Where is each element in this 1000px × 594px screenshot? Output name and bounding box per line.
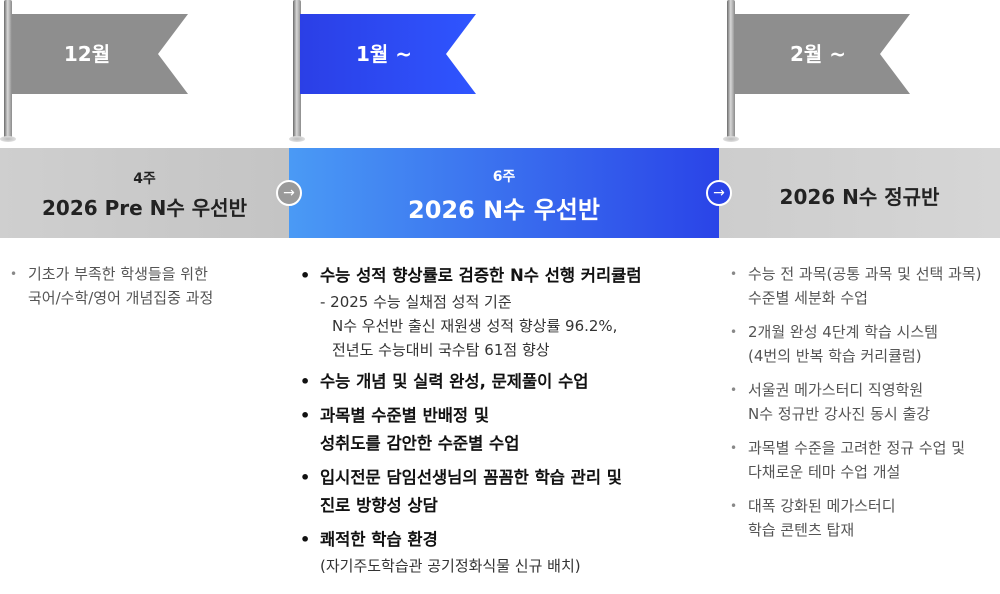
list-item: 쾌적한 학습 환경 (자기주도학습관 공기정화식물 신규 배치) [300, 526, 710, 578]
list-item-title: 수능 개념 및 실력 완성, 문제풀이 수업 [320, 372, 589, 391]
flag-banner [734, 14, 910, 94]
list-item-line: 수능 전 과목(공통 과목 및 선택 과목) [748, 265, 982, 283]
list-item-title: 성취도를 감안한 수준별 수업 [320, 434, 520, 453]
list-item-line: 학습 콘텐츠 탑재 [748, 521, 855, 539]
flag-pole-base [0, 136, 16, 142]
n-regular-features: 수능 전 과목(공통 과목 및 선택 과목) 수준별 세분화 수업 2개월 완성… [730, 262, 1000, 552]
list-item-title: 쾌적한 학습 환경 [320, 530, 438, 549]
list-item-sub: (자기주도학습관 공기정화식물 신규 배치) [320, 557, 581, 575]
flag-pole [293, 0, 301, 140]
flag-pole [727, 0, 735, 140]
list-item: 수능 성적 향상률로 검증한 N수 선행 커리큘럼 - 2025 수능 실채점 … [300, 262, 710, 362]
list-item-title: 수능 성적 향상률로 검증한 N수 선행 커리큘럼 [320, 266, 642, 285]
list-item: 과목별 수준을 고려한 정규 수업 및 다채로운 테마 수업 개설 [730, 436, 1000, 484]
arrow-right-icon: → [276, 180, 302, 206]
stage-title: 2026 N수 우선반 [408, 196, 600, 224]
n-priority-features: 수능 성적 향상률로 검증한 N수 선행 커리큘럼 - 2025 수능 실채점 … [300, 262, 710, 584]
stage-n-priority: 6주 2026 N수 우선반 [289, 148, 719, 238]
stage-weeks: 6주 [492, 169, 516, 185]
pre-n-features: 기초가 부족한 학생들을 위한 국어/수학/영어 개념집중 과정 [10, 262, 280, 310]
list-item-line: 기초가 부족한 학생들을 위한 [28, 265, 208, 283]
flag-label: 1월 ~ [355, 42, 413, 66]
arrow-right-icon: → [706, 180, 732, 206]
list-item: 기초가 부족한 학생들을 위한 국어/수학/영어 개념집중 과정 [10, 262, 280, 310]
list-item-sub: - 2025 수능 실채점 성적 기준 [320, 293, 512, 311]
list-item-sub: N수 우선반 출신 재원생 성적 향상률 96.2%, [332, 317, 618, 335]
list-item-line: 2개월 완성 4단계 학습 시스템 [748, 323, 938, 341]
stage-n-regular: 2026 N수 정규반 [719, 148, 1000, 238]
stage-title: 2026 Pre N수 우선반 [42, 196, 247, 220]
list-item-line: 국어/수학/영어 개념집중 과정 [28, 289, 214, 307]
stage-title: 2026 N수 정규반 [779, 185, 940, 209]
list-item-line: N수 정규반 강사진 동시 출강 [748, 405, 931, 423]
list-item: 수능 전 과목(공통 과목 및 선택 과목) 수준별 세분화 수업 [730, 262, 1000, 310]
list-item-line: 과목별 수준을 고려한 정규 수업 및 [748, 439, 966, 457]
stage-weeks: 4주 [133, 171, 156, 187]
list-item-title: 입시전문 담임선생님의 꼼꼼한 학습 관리 및 [320, 468, 622, 487]
list-item-line: 대폭 강화된 메가스터디 [748, 497, 896, 515]
list-item-line: 다채로운 테마 수업 개설 [748, 463, 901, 481]
list-item: 입시전문 담임선생님의 꼼꼼한 학습 관리 및 진로 방향성 상담 [300, 464, 710, 520]
flag-label: 12월 [63, 42, 111, 66]
list-item-title: 과목별 수준별 반배정 및 [320, 406, 490, 425]
flag-label: 2월 ~ [789, 42, 847, 66]
list-item-line: 서울권 메가스터디 직영학원 [748, 381, 924, 399]
flag-banner [12, 14, 188, 94]
flag-pole-base [723, 136, 739, 142]
flag-banner [300, 14, 476, 94]
list-item: 서울권 메가스터디 직영학원 N수 정규반 강사진 동시 출강 [730, 378, 1000, 426]
list-item: 수능 개념 및 실력 완성, 문제풀이 수업 [300, 368, 710, 396]
list-item: 2개월 완성 4단계 학습 시스템 (4번의 반복 학습 커리큘럼) [730, 320, 1000, 368]
list-item: 대폭 강화된 메가스터디 학습 콘텐츠 탑재 [730, 494, 1000, 542]
flag-pole-base [289, 136, 305, 142]
list-item: 과목별 수준별 반배정 및 성취도를 감안한 수준별 수업 [300, 402, 710, 458]
list-item-line: 수준별 세분화 수업 [748, 289, 868, 307]
list-item-line: (4번의 반복 학습 커리큘럼) [748, 347, 922, 365]
list-item-sub: 전년도 수능대비 국수탐 61점 향상 [332, 341, 550, 359]
flag-pole [4, 0, 12, 140]
list-item-title: 진로 방향성 상담 [320, 496, 438, 515]
stage-pre-n-priority: 4주 2026 Pre N수 우선반 [0, 148, 289, 238]
